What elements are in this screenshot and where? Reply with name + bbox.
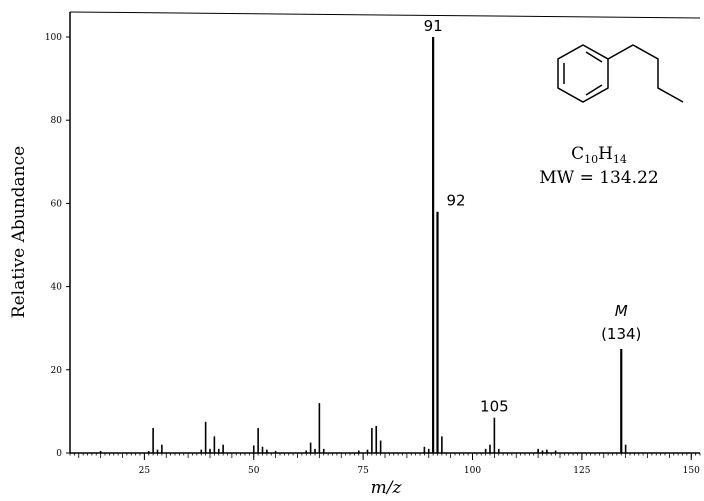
ring-double-bond-2 bbox=[585, 84, 603, 96]
molecular-ion-symbol: M bbox=[615, 302, 628, 320]
molecular-formula: C10H14 bbox=[571, 144, 627, 166]
x-tick-label: 50 bbox=[248, 466, 260, 476]
peak-labels: 91 92 105 bbox=[424, 17, 509, 416]
molecular-weight: MW = 134.22 bbox=[539, 168, 658, 188]
peak-label-92: 92 bbox=[447, 192, 466, 210]
benzene-ring bbox=[557, 44, 609, 103]
top-border bbox=[69, 11, 701, 19]
ring-double-bond-1 bbox=[585, 51, 603, 63]
butyl-chain bbox=[607, 44, 684, 103]
x-tick-label: 25 bbox=[139, 466, 151, 476]
y-ticks: 0 20 40 60 80 100 bbox=[45, 33, 70, 459]
y-tick-label: 0 bbox=[56, 449, 62, 459]
x-tick-label: 150 bbox=[683, 466, 700, 476]
peak-label-105: 105 bbox=[480, 398, 509, 416]
molecular-ion-value: (134) bbox=[601, 325, 641, 343]
x-tick-label: 125 bbox=[573, 466, 590, 476]
y-axis-title: Relative Abundance bbox=[9, 146, 29, 318]
x-tick-label: 100 bbox=[464, 466, 481, 476]
x-tick-label: 75 bbox=[357, 466, 369, 476]
x-axis-title: m/z bbox=[371, 478, 403, 498]
y-tick-label: 80 bbox=[51, 116, 63, 126]
y-tick-label: 60 bbox=[51, 199, 63, 209]
y-tick-label: 40 bbox=[51, 283, 63, 293]
peak-label-91: 91 bbox=[424, 17, 443, 35]
peaks bbox=[99, 37, 627, 453]
n-butylbenzene-structure bbox=[557, 44, 684, 103]
y-tick-label: 20 bbox=[51, 366, 63, 376]
x-ticks: 25 50 75 100 125 150 bbox=[139, 453, 700, 476]
axes bbox=[69, 11, 701, 454]
y-tick-label: 100 bbox=[45, 33, 62, 43]
